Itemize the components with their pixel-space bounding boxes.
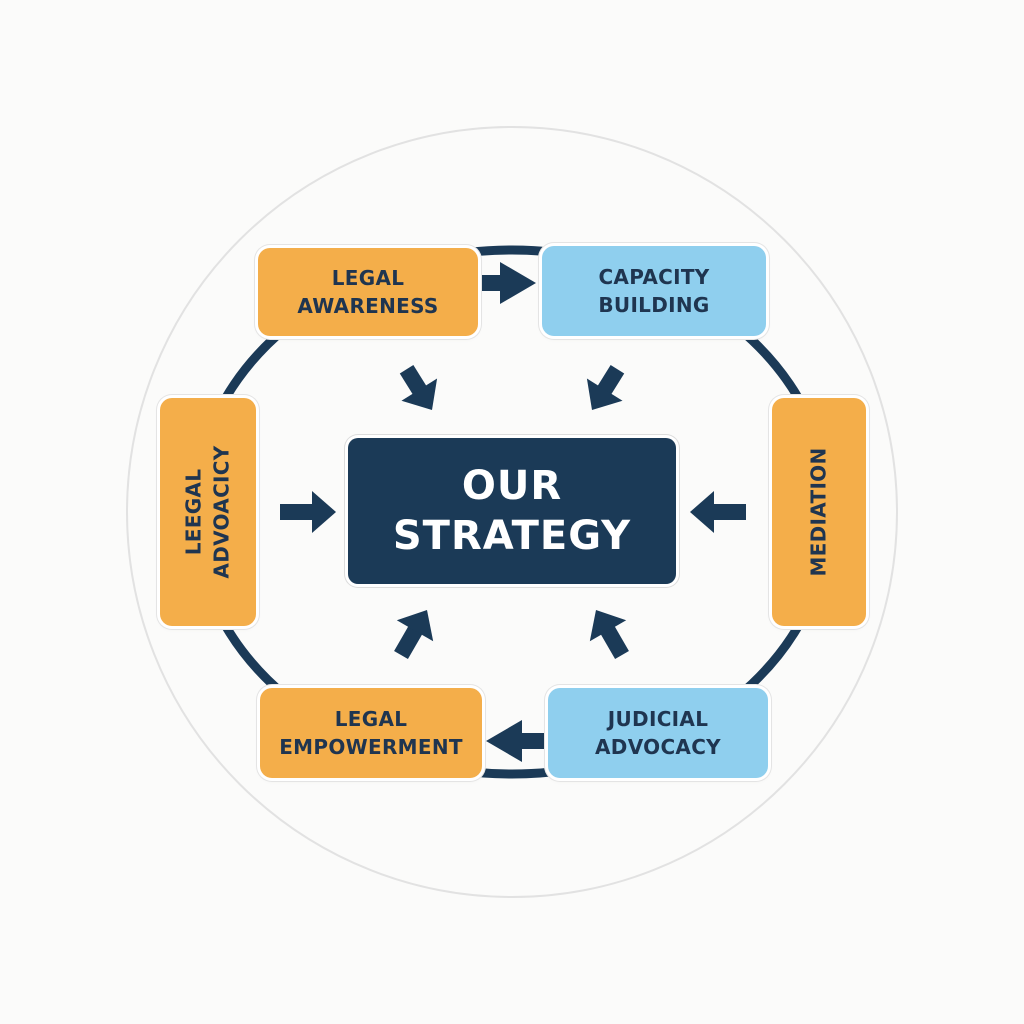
arrow-awareness-to-capacity xyxy=(480,262,536,304)
arrow-capacity-to-center xyxy=(586,365,625,410)
node-label-line1: CAPACITY xyxy=(598,265,710,289)
node-label-line1: MEDIATION xyxy=(807,447,831,577)
center-title-line1: OUR xyxy=(461,463,563,509)
center-title-line2: STRATEGY xyxy=(392,513,632,559)
node-label-line1: LEGAL xyxy=(334,707,408,731)
arrow-judicial-to-empowerment xyxy=(486,720,550,762)
node-label-line2: ADVOCACY xyxy=(595,735,721,759)
node-label-line1: LEGAL xyxy=(331,266,405,290)
node-legal-awareness: LEGAL AWARENESS xyxy=(258,248,478,336)
arrow-advocacy-to-center xyxy=(280,491,336,533)
node-label-line1: JUDICIAL xyxy=(607,707,709,731)
node-legal-empowerment: LEGAL EMPOWERMENT xyxy=(260,688,482,778)
center-node-our-strategy: OUR STRATEGY xyxy=(348,438,676,584)
node-label-line2: ADVOACICY xyxy=(210,445,235,579)
node-label-line1: LEEGAL xyxy=(182,468,207,556)
node-label-line2: BUILDING xyxy=(598,293,710,317)
node-legal-advocacy: LEEGAL ADVOACICY xyxy=(160,398,256,626)
arrow-mediation-to-center xyxy=(690,491,746,533)
node-judicial-advocacy: JUDICIAL ADVOCACY xyxy=(548,688,768,778)
node-mediation: MEDIATION xyxy=(772,398,866,626)
node-label-line2: AWARENESS xyxy=(297,294,439,318)
arrow-judicial-to-center xyxy=(589,610,629,660)
node-capacity-building: CAPACITY BUILDING xyxy=(542,246,766,336)
arrow-awareness-to-center xyxy=(399,365,438,410)
outer-circle xyxy=(126,126,898,898)
arrow-empowerment-to-center xyxy=(394,610,434,660)
node-label-line2: EMPOWERMENT xyxy=(279,735,463,759)
